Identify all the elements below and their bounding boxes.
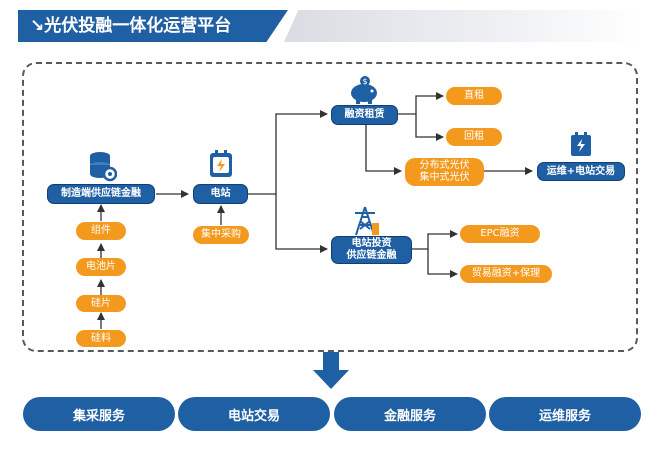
arrow-invest-epc — [412, 230, 458, 250]
node-pv-types: 分布式光伏 集中式光伏 — [405, 158, 484, 186]
arrow-invest-trade — [427, 249, 458, 278]
node-silicon: 硅料 — [76, 330, 126, 347]
header-bar — [18, 10, 288, 42]
node-component: 组件 — [76, 222, 126, 240]
database-gear-icon — [90, 152, 117, 182]
node-wafer: 硅片 — [76, 295, 126, 312]
battery-charge-icon — [571, 132, 591, 156]
node-om-trade: 运维+电站交易 — [537, 162, 625, 181]
arrow-station-invest — [275, 194, 328, 253]
node-station: 电站 — [193, 184, 248, 204]
piggy-bank-icon: $ — [351, 76, 377, 104]
page-title: ↘光伏投融一体化运营平台 — [30, 16, 232, 36]
node-direct-lease: 直租 — [446, 87, 502, 105]
node-central-purchase: 集中采购 — [193, 226, 249, 244]
service-procurement: 集采服务 — [23, 397, 175, 431]
big-down-arrow-icon — [313, 352, 349, 389]
arrow-leasing-pv — [365, 124, 402, 175]
header-fade — [284, 10, 644, 42]
arrow-leasing-leaseback — [415, 114, 444, 141]
service-om: 运维服务 — [489, 397, 641, 431]
node-epc-finance: EPC融资 — [460, 225, 540, 243]
platform-frame — [22, 62, 638, 352]
arrow-station-leasing — [248, 110, 328, 195]
node-leasing: 融资租赁 — [331, 105, 398, 125]
service-finance: 金融服务 — [334, 397, 486, 431]
service-station-trade: 电站交易 — [178, 397, 330, 431]
node-leaseback: 回租 — [446, 128, 502, 146]
power-station-icon — [210, 150, 232, 177]
svg-text:$: $ — [362, 77, 367, 86]
arrow-leasing-direct — [398, 92, 444, 115]
node-station-invest: 电站投资 供应链金融 — [331, 236, 412, 264]
node-trade-finance: 贸易融资+保理 — [460, 265, 552, 283]
node-mfg-supply-chain-finance: 制造端供应链金融 — [47, 184, 155, 204]
power-tower-icon — [355, 206, 379, 236]
node-cell: 电池片 — [76, 258, 126, 276]
